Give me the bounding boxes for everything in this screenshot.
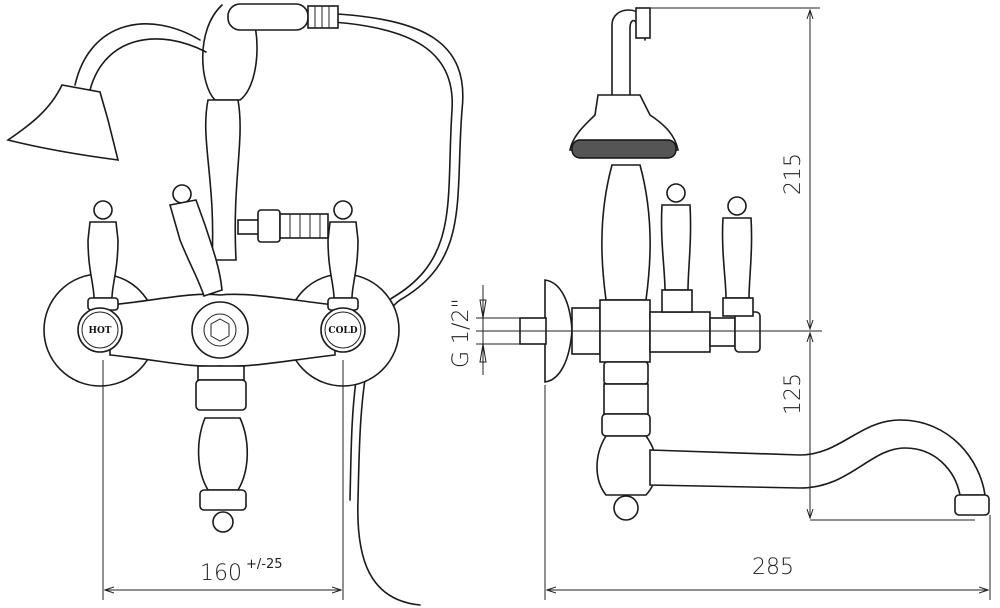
cold-handle[interactable] [327, 200, 359, 311]
side-view: 215 125 285 G 1/2" [449, 7, 991, 600]
dimension-285: 285 [752, 555, 794, 580]
dimension-160: 160 [200, 561, 242, 586]
side-spout [649, 419, 986, 496]
side-shower-head [569, 94, 679, 151]
side-hot-handle[interactable] [660, 183, 693, 313]
diverter-handle[interactable] [168, 184, 223, 298]
dimension-215: 215 [781, 153, 806, 195]
center-nut [191, 301, 249, 359]
front-view: HOT COLD 160 +/-25 [6, 3, 464, 606]
hand-shower-head [6, 84, 120, 161]
hand-shower-neck [74, 23, 207, 91]
handset [227, 3, 309, 31]
dimension-125: 125 [781, 373, 806, 415]
front-spout [195, 365, 249, 533]
hot-label: HOT [88, 326, 111, 336]
thread-label: G 1/2" [449, 298, 474, 368]
side-cold-handle[interactable] [721, 196, 754, 317]
shower-hose [337, 13, 464, 606]
dimension-tolerance: +/-25 [246, 557, 283, 572]
cold-label: COLD [328, 326, 357, 336]
hot-handle[interactable] [87, 200, 119, 311]
riser-column [204, 99, 241, 261]
side-body [601, 164, 651, 301]
